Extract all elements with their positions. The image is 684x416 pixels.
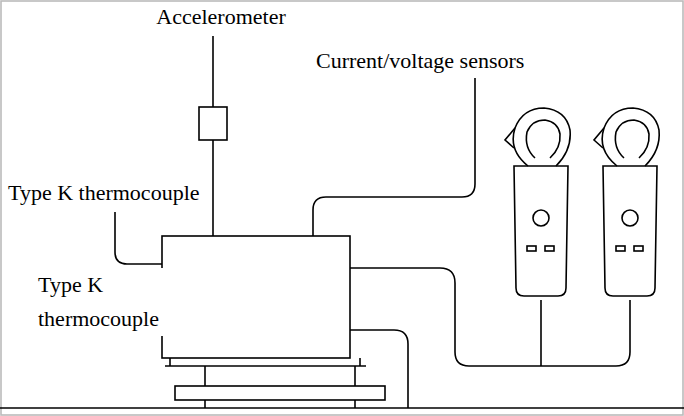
motor-leg (204, 366, 206, 386)
power-cable (540, 300, 542, 366)
sensor-cable (313, 78, 475, 236)
part-label: Type K thermocouple (8, 176, 288, 210)
clamp-meter (505, 108, 570, 296)
base-foot (354, 400, 356, 408)
accelerometer-symbol (199, 107, 227, 140)
motor-leg (354, 366, 356, 386)
power-cable (350, 330, 408, 408)
clamp-meter (594, 108, 659, 296)
part-label: Type K thermocouple (36, 268, 208, 336)
base (359, 358, 361, 366)
base (169, 358, 171, 366)
part-label: Current/voltage sensors (316, 44, 586, 78)
power-cable (350, 268, 630, 366)
accelerometer-cable (212, 36, 214, 107)
part-label: Accelerometer (136, 0, 306, 34)
base (165, 365, 366, 367)
accelerometer-stem (212, 140, 214, 236)
thermocouple-cable (115, 212, 162, 264)
base-foot (204, 400, 206, 408)
ground-line (0, 407, 684, 409)
base-plate (175, 386, 385, 400)
